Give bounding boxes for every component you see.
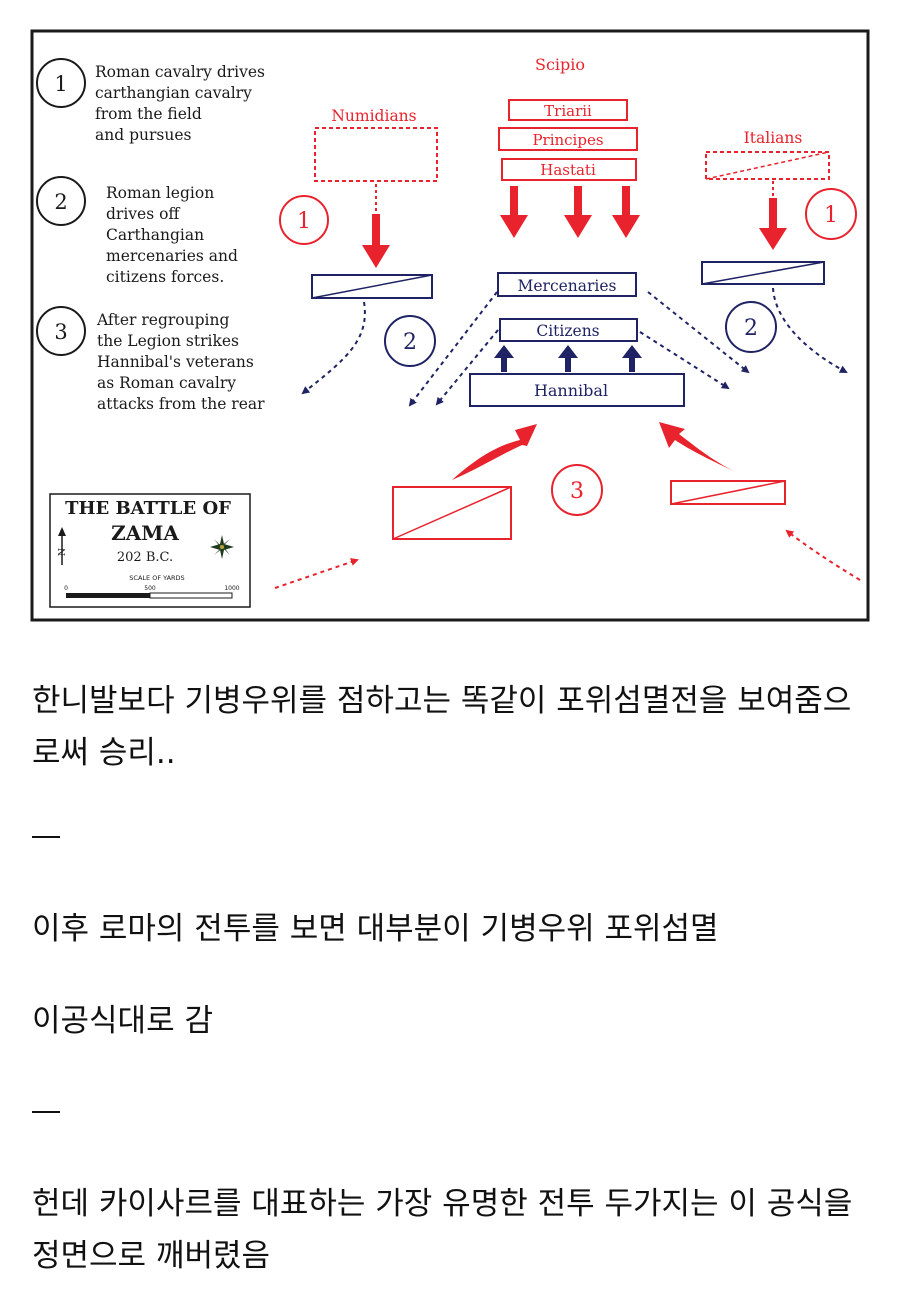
- numidians-charge-arrow: [362, 214, 390, 268]
- carthaginian-cavalry-right-diagonal: [701, 261, 825, 285]
- separator-dash-2: [32, 1111, 60, 1113]
- scale-bar-empty: [149, 592, 233, 599]
- hannibal-support-arrows: [494, 345, 642, 372]
- left-cavalry-retreat: [301, 301, 366, 395]
- italians-charge-arrow: [759, 198, 787, 250]
- post-paragraph-4: 헌데 카이사르를 대표하는 가장 유명한 전투 두가지는 이 공식을 정면으로 …: [32, 1186, 853, 1274]
- legion-arrow-left: [500, 186, 528, 238]
- north-arrowhead-icon: [58, 527, 66, 536]
- legend-marker-2: [36, 176, 86, 226]
- post-paragraph-2: 이후 로마의 전투를 보면 대부분이 기병우위 포위섬멸: [32, 911, 719, 947]
- mercenaries-label: Mercenaries: [517, 277, 616, 295]
- legend-text-3: After regrouping the Legion strikes Hann…: [96, 311, 265, 413]
- principes-label: Principes: [532, 131, 603, 149]
- battle-of-zama-diagram: 1 Roman cavalry drives carthangian caval…: [30, 29, 870, 622]
- carthaginian-cavalry-right: [701, 261, 825, 285]
- title-box: THE BATTLE OF ZAMA 202 B.C. N SCALE OF Y…: [49, 493, 251, 608]
- triarii-line: [508, 99, 628, 121]
- hastati-line: [501, 158, 637, 181]
- scale-tick-500: 500: [144, 585, 156, 592]
- legend-number-1: 1: [54, 72, 67, 96]
- phase-3-marker: [551, 464, 603, 516]
- legend-number-3: 3: [54, 320, 67, 344]
- numidians-cavalry-box: [314, 127, 438, 182]
- scipio-label: Scipio: [535, 55, 585, 74]
- rear-attack-arrow-left: [452, 424, 537, 480]
- separator-dash-1: [32, 836, 60, 838]
- phase-2-marker-left: [384, 315, 436, 367]
- scale-bar-filled: [66, 593, 150, 598]
- citizens-retreat-right: [639, 331, 730, 390]
- mercenaries-line: [497, 272, 637, 297]
- mercenaries-retreat-right: [647, 291, 750, 374]
- legion-arrow-center: [564, 186, 592, 238]
- legion-advance-arrows: [500, 186, 640, 238]
- phase-1-marker-left: [279, 195, 329, 245]
- hannibal-line: [469, 373, 685, 407]
- phase-2-marker-right: [725, 301, 777, 353]
- numidians-label: Numidians: [331, 107, 416, 125]
- scale-tick-0: 0: [64, 585, 68, 592]
- carthaginian-retreat-arrows: [301, 287, 848, 407]
- carthaginian-cavalry-left: [311, 274, 433, 299]
- title-year: 202 B.C.: [117, 550, 173, 565]
- legend-marker-1: [36, 58, 86, 108]
- title-line-2: ZAMA: [111, 521, 179, 545]
- citizens-label: Citizens: [536, 322, 599, 340]
- roman-cavalry-rear-left-diagonal: [392, 486, 512, 540]
- legend-text-1: Roman cavalry drives carthangian cavalry…: [95, 63, 270, 144]
- pursuit-return-arrow-right: [785, 529, 861, 581]
- scale-tick-1000: 1000: [224, 585, 239, 592]
- north-label: N: [58, 548, 68, 556]
- phase-2-label-right: 2: [744, 316, 758, 341]
- right-cavalry-retreat: [772, 287, 848, 373]
- phase-1-label-left: 1: [297, 209, 311, 234]
- post-paragraph-3: 이공식대로 감: [32, 1003, 213, 1039]
- phase-1-label-right: 1: [824, 203, 838, 228]
- support-arrow-right: [622, 345, 642, 372]
- legend: 1 Roman cavalry drives carthangian caval…: [36, 58, 270, 413]
- pursuit-return-arrow-left: [274, 558, 359, 589]
- legion-arrow-right: [612, 186, 640, 238]
- roman-cavalry-rear-right-diagonal: [670, 480, 786, 505]
- compass-rose-icon: [210, 535, 234, 559]
- legend-marker-3: [36, 306, 86, 356]
- triarii-label: Triarii: [544, 102, 592, 120]
- legend-text-2: Roman legion drives off Carthangian merc…: [106, 184, 243, 286]
- support-arrow-left: [494, 345, 514, 372]
- carthaginian-cavalry-left-diagonal: [311, 274, 433, 299]
- legend-number-2: 2: [54, 190, 67, 214]
- hastati-label: Hastati: [540, 161, 596, 179]
- title-line-1: THE BATTLE OF: [65, 498, 231, 519]
- hannibal-label: Hannibal: [534, 381, 608, 400]
- scale-label: SCALE OF YARDS: [129, 574, 184, 582]
- italians-cavalry-box: [705, 151, 830, 180]
- phase-2-label-left: 2: [403, 330, 417, 355]
- roman-cavalry-rear-right: [670, 480, 786, 505]
- support-arrow-center: [558, 345, 578, 372]
- post-paragraph-1: 한니발보다 기병우위를 점하고는 똑같이 포위섬멸전을 보여줌으로써 승리..: [32, 683, 852, 771]
- principes-line: [498, 127, 638, 151]
- italians-label: Italians: [744, 129, 803, 147]
- rear-attack-arrow-right: [659, 422, 740, 474]
- phase-1-marker-right: [805, 188, 857, 240]
- citizens-line: [499, 318, 638, 342]
- roman-cavalry-rear-left: [392, 486, 512, 540]
- phase-3-label: 3: [570, 479, 584, 504]
